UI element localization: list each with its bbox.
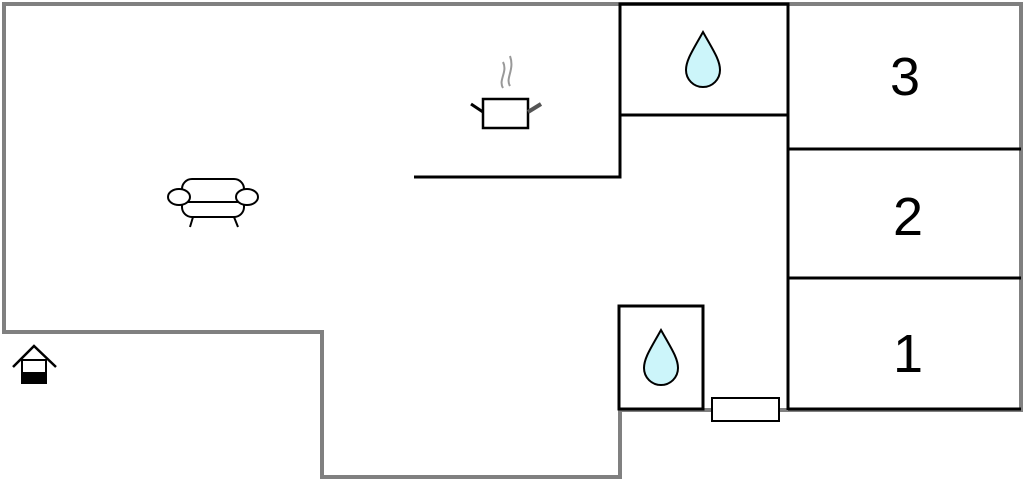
- water-drop-icon: [642, 327, 680, 386]
- window: [711, 397, 780, 422]
- interior-walls: [414, 2, 1021, 411]
- room-label-2: 2: [893, 187, 923, 247]
- water-drop-icon: [684, 29, 722, 88]
- room-label-3: 3: [890, 47, 920, 107]
- cooking-pot-icon: [470, 55, 543, 130]
- sofa-icon: [167, 178, 259, 228]
- entrance-house-icon: [12, 344, 57, 384]
- room-label-1: 1: [893, 324, 923, 384]
